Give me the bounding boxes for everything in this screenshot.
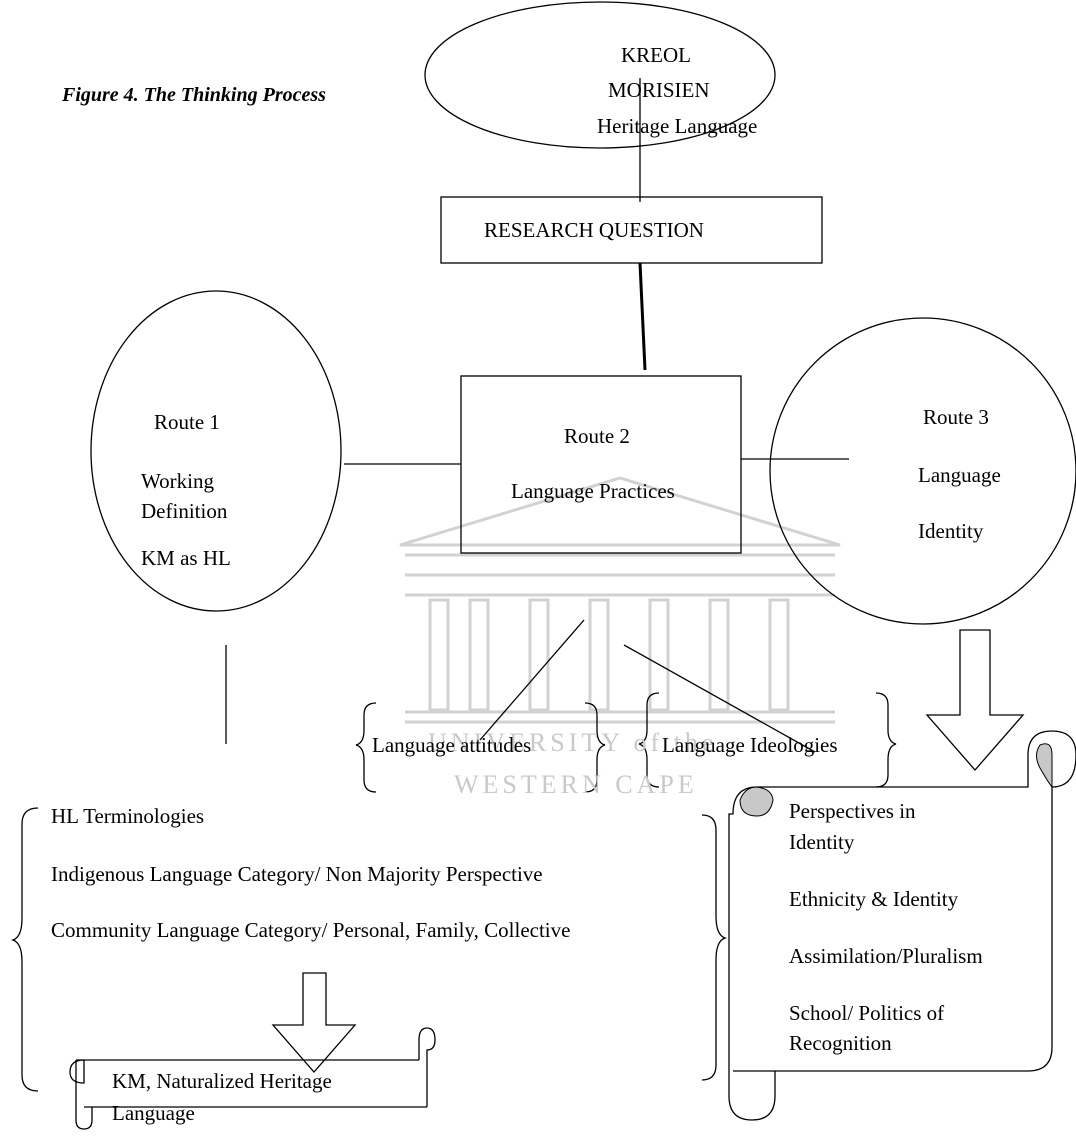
watermark-text-1: UNIVERSITY of the xyxy=(428,728,718,757)
route2-box xyxy=(460,375,742,554)
brace-attitudes-right xyxy=(584,702,606,793)
route2-title: Route 2 xyxy=(564,424,630,448)
route2-subtitle: Language Practices xyxy=(511,479,675,503)
route3-line1: Language xyxy=(918,463,1001,487)
route1-line3: KM as HL xyxy=(141,546,231,570)
brace-terminologies-left xyxy=(10,807,39,1092)
identity-scroll xyxy=(728,730,1076,1121)
hl-terminologies-heading: HL Terminologies xyxy=(51,804,205,828)
km-scroll xyxy=(69,1027,436,1130)
research-question-label: RESEARCH QUESTION xyxy=(484,218,704,242)
identity-item4-line2: Recognition xyxy=(789,1031,892,1055)
branch-attitudes-line xyxy=(479,619,585,741)
scroll-curl-identity-left xyxy=(739,786,774,817)
route1-title: Route 1 xyxy=(154,410,220,434)
watermark-text-2: WESTERN CAPE xyxy=(454,770,698,799)
hollow-arrow-km xyxy=(271,972,357,1073)
watermark-building xyxy=(399,476,841,724)
hollow-arrow-route3 xyxy=(925,629,1025,771)
identity-item2: Ethnicity & Identity xyxy=(789,887,959,911)
route3-title: Route 3 xyxy=(923,405,989,429)
km-scroll-line1: KM, Naturalized Heritage xyxy=(112,1069,332,1093)
hl-terminologies-item2: Community Language Category/ Personal, F… xyxy=(51,918,571,942)
identity-item1-line2: Identity xyxy=(789,830,855,854)
research-question-box xyxy=(440,196,823,264)
branch-attitudes: Language attitudes xyxy=(372,733,532,757)
identity-item3: Assimilation/Pluralism xyxy=(789,944,983,968)
brace-attitudes-left xyxy=(355,702,377,793)
brace-terminologies-right xyxy=(701,814,728,1081)
top-node-line2: MORISIEN xyxy=(608,78,710,102)
branch-ideologies: Language Ideologies xyxy=(662,733,838,757)
route1-line2: Definition xyxy=(141,499,228,523)
km-scroll-line2: Language xyxy=(112,1101,195,1125)
hl-terminologies-item1: Indigenous Language Category/ Non Majori… xyxy=(51,862,543,886)
route3-line2: Identity xyxy=(918,519,984,543)
figure-title: Figure 4. The Thinking Process xyxy=(62,84,326,106)
route1-line1: Working xyxy=(141,469,214,493)
identity-item1-line1: Perspectives in xyxy=(789,799,916,823)
scroll-curl-identity-top xyxy=(1036,743,1053,789)
top-node-line3: Heritage Language xyxy=(597,114,758,138)
top-node-line1: KREOL xyxy=(621,43,691,67)
route3-circle xyxy=(769,317,1076,625)
arrow-to-route2 xyxy=(638,262,647,371)
route1-ellipse xyxy=(90,290,342,612)
brace-ideologies-right xyxy=(875,692,897,788)
branch-ideologies-line xyxy=(623,644,816,753)
top-node-ellipse xyxy=(424,1,776,149)
identity-item4-line1: School/ Politics of xyxy=(789,1001,945,1025)
brace-ideologies-left xyxy=(638,692,660,788)
